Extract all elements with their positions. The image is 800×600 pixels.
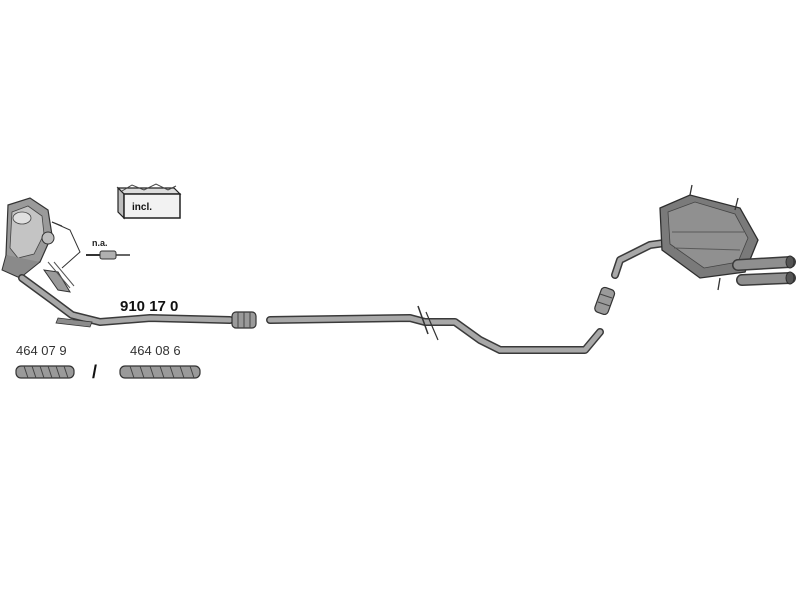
alternative-separator: /: [92, 362, 98, 382]
catalytic-converter-icon[interactable]: [1, 197, 81, 279]
main-part-number: 910 17 0: [120, 298, 179, 315]
flex-pipe-464079[interactable]: [15, 365, 75, 379]
lambda-sensor-icon[interactable]: [86, 250, 130, 260]
flex-pipe-464086[interactable]: [119, 365, 201, 379]
rear-muffler-icon[interactable]: [611, 184, 796, 291]
clamp-icon[interactable]: [594, 286, 616, 316]
included-note: incl.: [132, 202, 153, 213]
front-pipe-910170[interactable]: [18, 261, 234, 328]
alt-part-number-left: 464 07 9: [16, 343, 67, 358]
mounting-kit-box-icon: [116, 183, 182, 220]
sensor-note: n.a.: [92, 238, 108, 248]
middle-pipe[interactable]: [266, 305, 604, 354]
alt-part-number-right: 464 08 6: [130, 343, 181, 358]
clamp-icon[interactable]: [231, 311, 257, 329]
